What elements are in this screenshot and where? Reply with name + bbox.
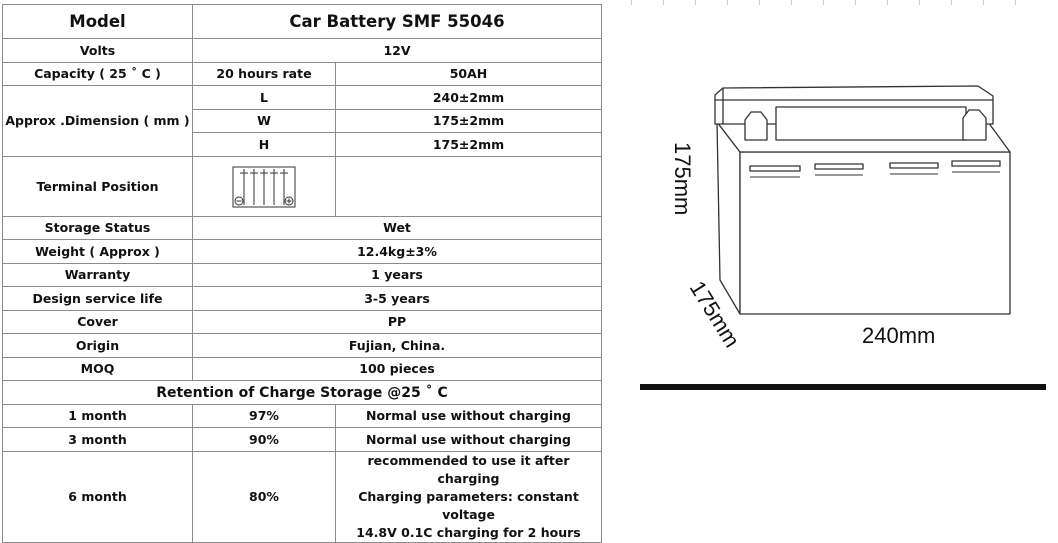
capacity-label: Capacity ( 25 ˚ C ) (2, 62, 193, 86)
capacity-rate: 20 hours rate (192, 62, 336, 86)
retention-period: 1 month (2, 404, 193, 428)
gridline-stub (855, 0, 856, 5)
gridline-stub (791, 0, 792, 5)
storage-value: Wet (191, 216, 603, 240)
length-dimension-label: 240mm (862, 323, 935, 348)
terminal-label: Terminal Position (2, 156, 193, 217)
moq-label: MOQ (2, 357, 193, 381)
gridline-stub (887, 0, 888, 5)
gridline-stub (951, 0, 952, 5)
dimension-value-w: 175±2mm (334, 109, 603, 133)
gridline-stub (759, 0, 760, 5)
gridline-stub (1015, 0, 1016, 5)
model-label: Model (2, 4, 193, 39)
retention-title: Retention of Charge Storage @25 ˚ C (1, 380, 603, 405)
gridline-stub (727, 0, 728, 5)
retention-note: Normal use without charging (334, 404, 603, 428)
volts-label: Volts (2, 38, 193, 63)
retention-note: Normal use without charging (334, 427, 603, 452)
gridline-stub (695, 0, 696, 5)
dimension-axis-l: L (192, 85, 336, 110)
terminal-empty-cell (334, 156, 603, 217)
height-dimension-label: 175mm (670, 142, 695, 215)
gridline-stub (823, 0, 824, 5)
dimension-label: Approx .Dimension ( mm ) (2, 85, 193, 157)
table-row: 1 month 97% Normal use without charging (2, 404, 603, 428)
retention-percent: 90% (192, 427, 336, 452)
table-row: 6 month 80% recommended to use it after … (2, 451, 603, 543)
retention-percent: 80% (192, 451, 336, 543)
retention-note-line: 14.8V 0.1C charging for 2 hours (356, 525, 581, 540)
model-value: Car Battery SMF 55046 (191, 4, 603, 39)
spec-table: Model Car Battery SMF 55046 Volts 12V Ca… (1, 4, 603, 543)
weight-label: Weight ( Approx ) (2, 239, 193, 264)
retention-note-multiline: recommended to use it after charging Cha… (334, 451, 603, 543)
dimension-value-l: 240±2mm (334, 85, 603, 110)
terminal-position-cell (192, 156, 336, 217)
retention-note-line: recommended to use it after charging (367, 453, 570, 486)
gridline-stub (919, 0, 920, 5)
battery-terminal-layout-icon (232, 166, 296, 207)
retention-period: 3 month (2, 427, 193, 452)
cover-label: Cover (2, 310, 193, 334)
dimension-axis-h: H (192, 132, 336, 157)
gridline-stub (663, 0, 664, 5)
divider-bar (640, 384, 1046, 390)
cover-value: PP (191, 310, 603, 334)
service-life-value: 3-5 years (191, 286, 603, 311)
weight-value: 12.4kg±3% (191, 239, 603, 264)
retention-percent: 97% (192, 404, 336, 428)
volts-value: 12V (191, 38, 603, 63)
warranty-label: Warranty (2, 263, 193, 287)
storage-label: Storage Status (2, 216, 193, 240)
table-row: 3 month 90% Normal use without charging (2, 427, 603, 452)
retention-period: 6 month (2, 451, 193, 543)
gridline-stub (631, 0, 632, 5)
origin-label: Origin (2, 333, 193, 358)
capacity-value: 50AH (334, 62, 603, 86)
retention-note-line: Charging parameters: constant voltage (358, 489, 579, 522)
moq-value: 100 pieces (191, 357, 603, 381)
car-battery-drawing-icon: 175mm 175mm 240mm (670, 85, 1011, 352)
dimension-value-h: 175±2mm (334, 132, 603, 157)
origin-value: Fujian, China. (191, 333, 603, 358)
warranty-value: 1 years (191, 263, 603, 287)
dimension-axis-w: W (192, 109, 336, 133)
gridline-stub (983, 0, 984, 5)
service-life-label: Design service life (2, 286, 193, 311)
